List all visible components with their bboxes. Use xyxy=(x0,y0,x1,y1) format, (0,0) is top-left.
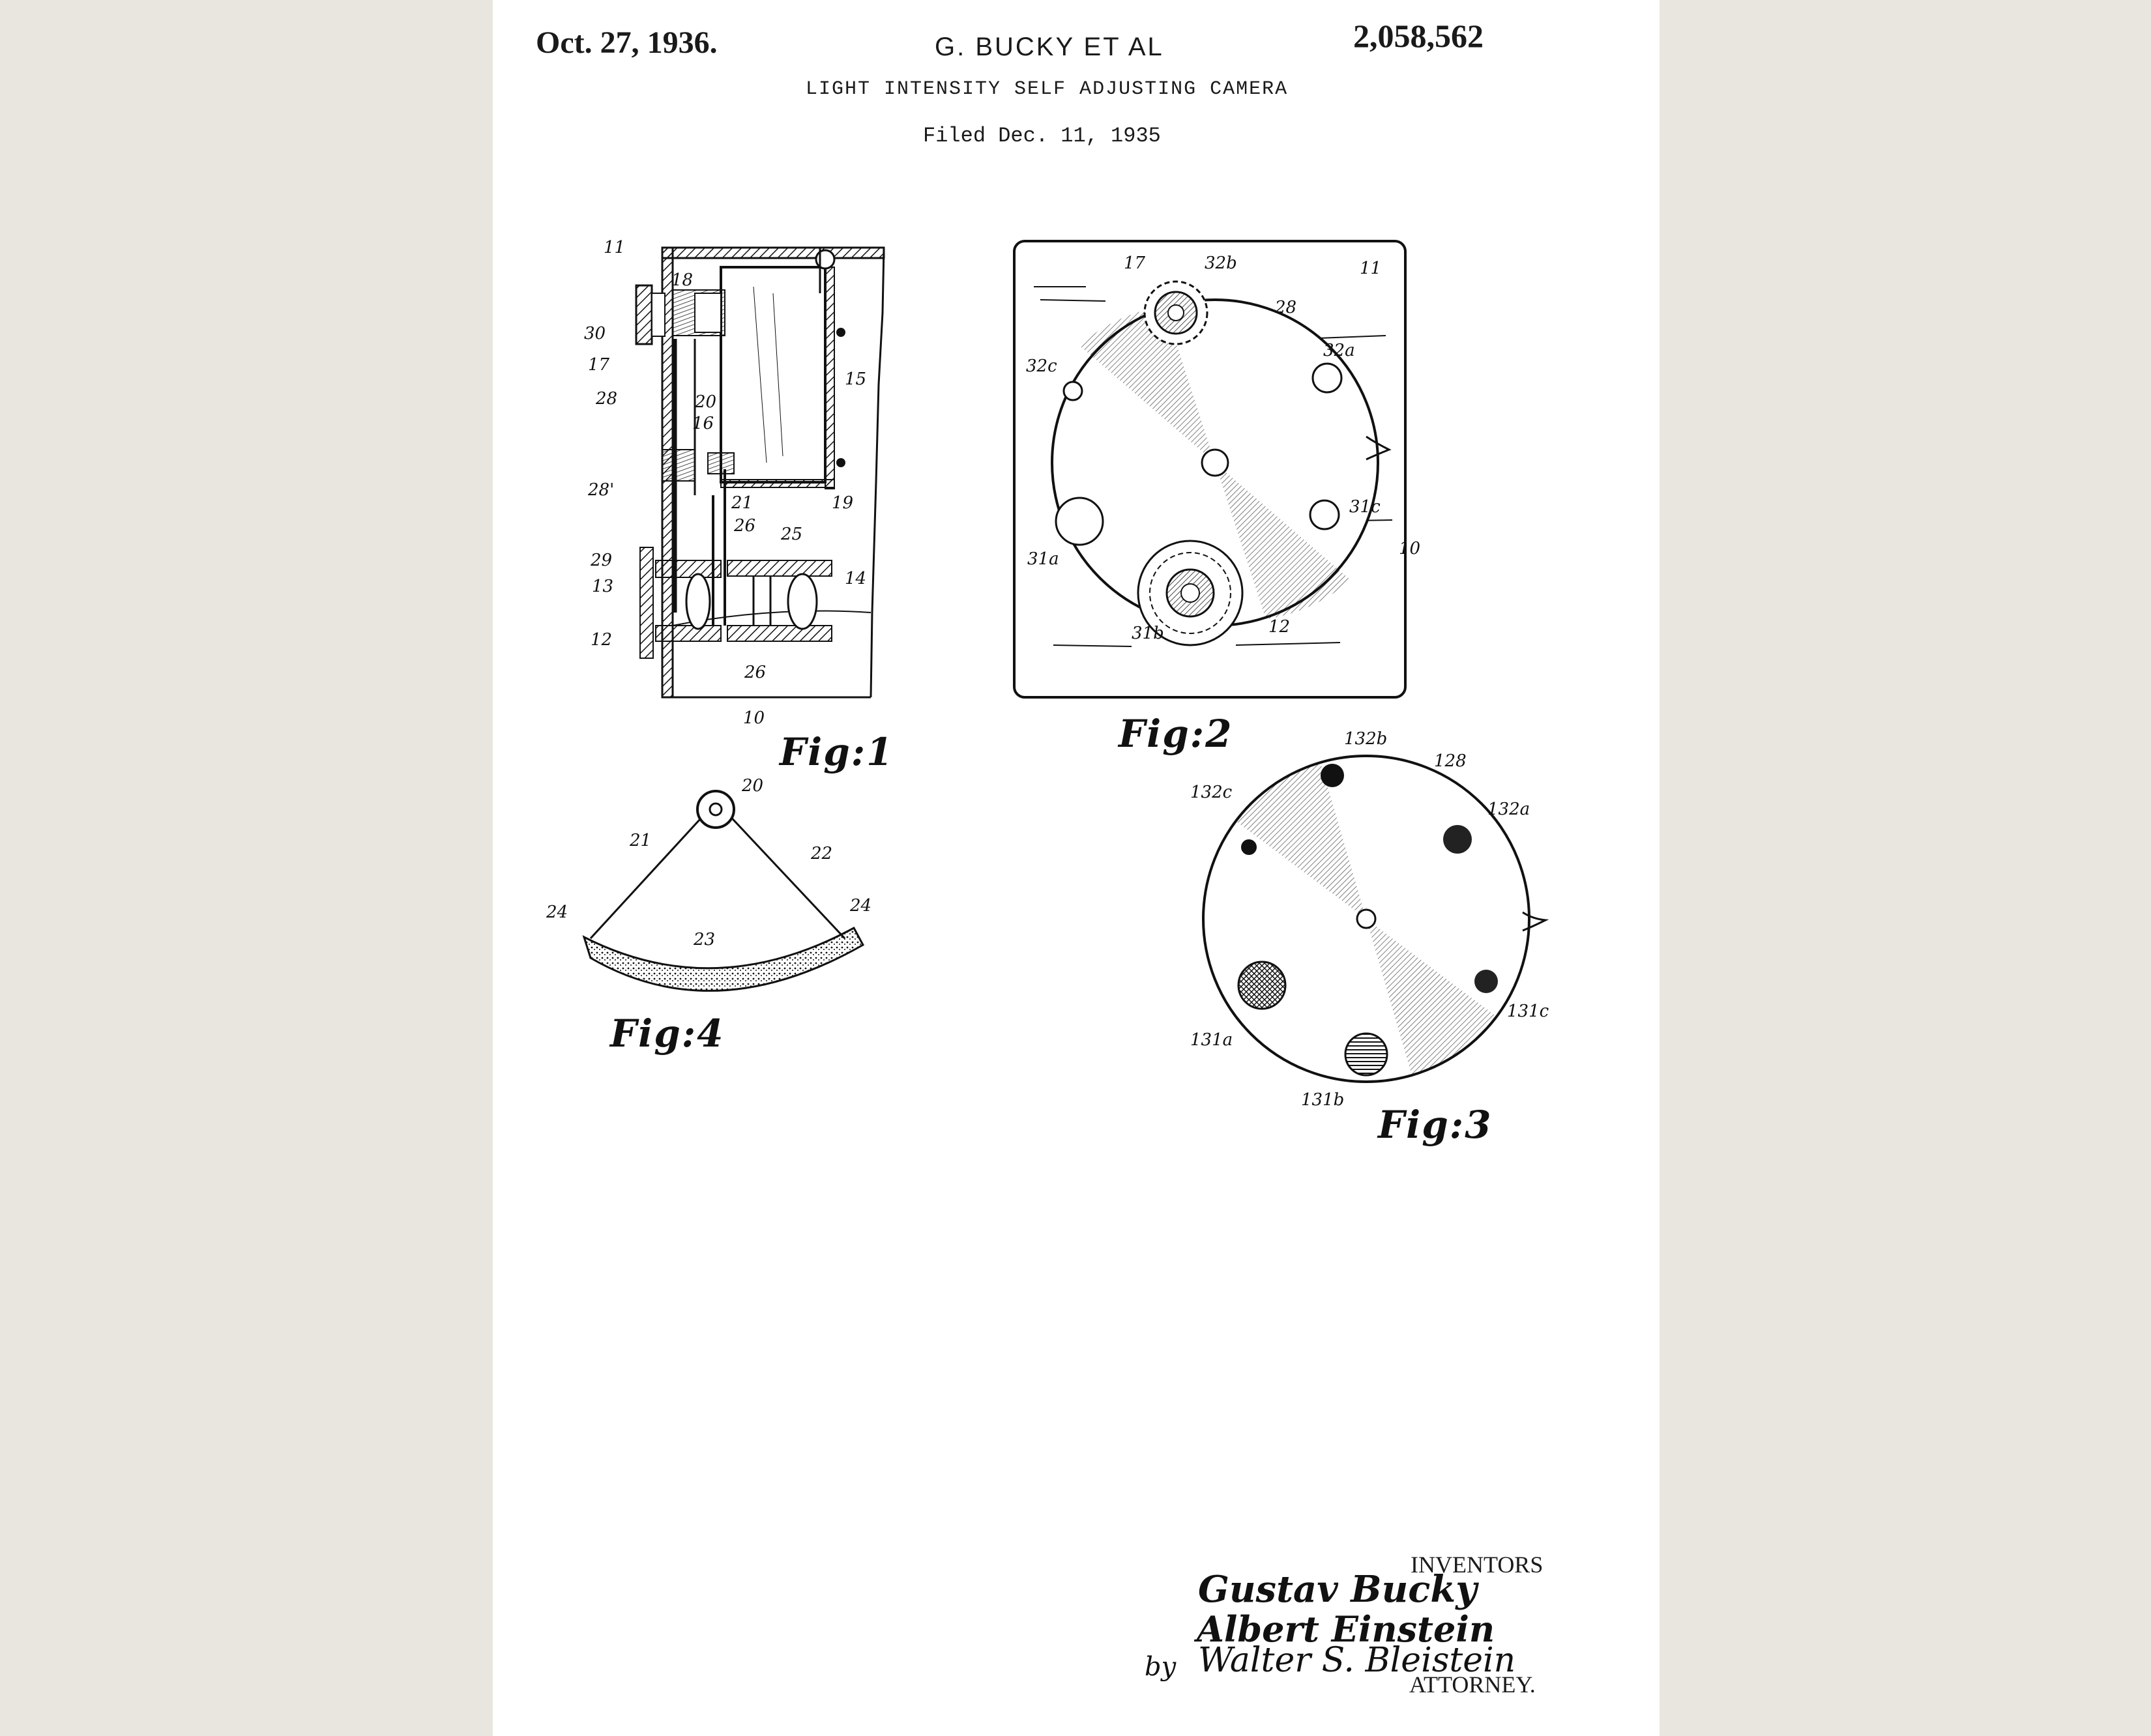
fig3-label-132a: 132a xyxy=(1487,800,1530,819)
figure-3-drawing: 132b 128 132c 132a 131c 131a 131b xyxy=(1190,729,1549,1110)
fig1-label-29: 29 xyxy=(590,551,612,570)
fig1-label-30: 30 xyxy=(584,324,606,343)
fig1-label-25: 25 xyxy=(780,525,802,544)
fig1-label-11: 11 xyxy=(604,238,625,257)
fig3-label-132b: 132b xyxy=(1344,729,1387,749)
figure-2-caption: Fig:2 xyxy=(1119,712,1233,756)
fig2-label-31a: 31a xyxy=(1027,549,1059,569)
fig2-label-17: 17 xyxy=(1124,253,1146,273)
figure-4-drawing: 20 21 22 24 24 23 xyxy=(546,776,871,992)
patent-number: 2,058,562 xyxy=(1353,18,1484,54)
fig2-label-32b: 32b xyxy=(1205,253,1237,273)
fig2-label-11: 11 xyxy=(1360,259,1381,278)
fig4-label-24-right: 24 xyxy=(849,896,871,916)
fig1-label-19: 19 xyxy=(832,493,853,513)
fig1-label-28-prime: 28' xyxy=(587,480,614,500)
inventors-label: INVENTORS xyxy=(1411,1552,1544,1578)
fig4-label-20: 20 xyxy=(741,776,763,796)
fig3-label-131b: 131b xyxy=(1301,1090,1344,1110)
fig3-label-128: 128 xyxy=(1434,751,1467,771)
fig1-label-26: 26 xyxy=(733,516,755,536)
by-label: by xyxy=(1145,1652,1177,1682)
fig4-label-22: 22 xyxy=(810,844,832,863)
attorney-label: ATTORNEY. xyxy=(1409,1671,1536,1698)
figure-4-caption: Fig:4 xyxy=(610,1011,725,1056)
fig4-label-24-left: 24 xyxy=(546,903,568,922)
fig2-label-31b: 31b xyxy=(1132,624,1164,643)
fig1-label-15: 15 xyxy=(845,369,866,389)
fig2-label-10: 10 xyxy=(1399,539,1420,558)
fig3-label-132c: 132c xyxy=(1190,783,1233,802)
inventor-2-signature: Albert Einstein xyxy=(1197,1608,1495,1650)
fig2-label-28: 28 xyxy=(1274,298,1296,317)
fig1-label-13: 13 xyxy=(592,577,613,596)
patent-sheet: Oct. 27, 1936. G. BUCKY ET AL 2,058,562 … xyxy=(493,0,1660,1736)
fig2-label-31c: 31c xyxy=(1349,497,1381,517)
fig4-label-23: 23 xyxy=(693,930,715,949)
fig1-label-16: 16 xyxy=(692,414,714,433)
fig3-label-131a: 131a xyxy=(1190,1030,1233,1050)
fig4-label-21: 21 xyxy=(629,831,651,850)
fig2-label-12: 12 xyxy=(1268,617,1290,637)
fig1-label-20: 20 xyxy=(694,392,716,412)
fig3-label-131c: 131c xyxy=(1507,1002,1549,1021)
fig1-label-17: 17 xyxy=(588,355,610,375)
figure-3-caption: Fig:3 xyxy=(1378,1103,1493,1147)
fig2-label-32c: 32c xyxy=(1026,356,1057,376)
fig1-label-26b: 26 xyxy=(744,663,766,682)
figure-2-drawing: 17 32b 28 11 32c 32a 31c 31a 10 31b 12 xyxy=(1013,240,1420,699)
fig1-label-10: 10 xyxy=(743,708,765,728)
filed-date: Filed Dec. 11, 1935 xyxy=(923,124,1161,148)
fig1-label-21: 21 xyxy=(731,493,753,513)
fig2-label-32a: 32a xyxy=(1323,341,1355,360)
inventors-header: G. BUCKY ET AL xyxy=(935,33,1164,61)
inventor-1-signature: Gustav Bucky xyxy=(1198,1568,1477,1611)
patent-date: Oct. 27, 1936. xyxy=(536,25,718,60)
attorney-signature: Walter S. Bleistein xyxy=(1198,1641,1516,1680)
fig1-label-12: 12 xyxy=(591,630,612,650)
patent-title: LIGHT INTENSITY SELF ADJUSTING CAMERA xyxy=(806,78,1289,100)
fig1-label-14: 14 xyxy=(845,569,866,588)
figure-1-drawing: 11 18 30 17 28 15 20 16 28' 19 21 26 25 … xyxy=(584,238,885,728)
fig1-label-28: 28 xyxy=(595,389,617,409)
fig1-label-18: 18 xyxy=(671,270,693,290)
figure-1-caption: Fig:1 xyxy=(780,730,894,774)
